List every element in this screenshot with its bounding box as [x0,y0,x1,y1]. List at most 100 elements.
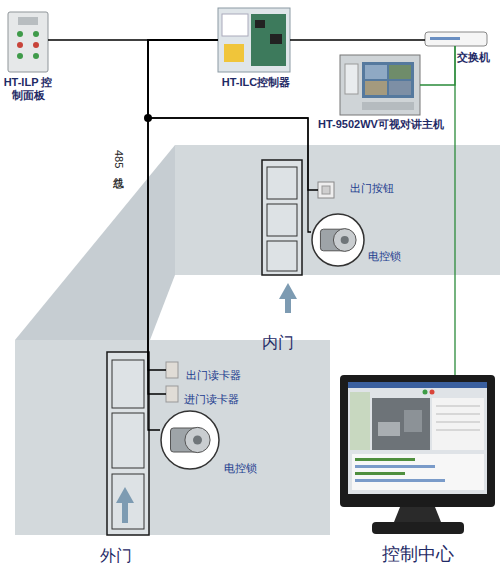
button-key [322,186,330,194]
video-detail [378,422,400,436]
door-label: 内门 [262,333,294,352]
monitor-screen [348,382,487,494]
intercom-grille [362,102,414,110]
window-titlebar [348,382,487,388]
monitor-neck [394,507,441,522]
info-line [436,430,480,431]
callout-circle [161,411,219,469]
circuit-board [251,14,286,66]
chip [270,34,282,44]
bus-wire [148,40,218,394]
power-module [224,44,244,62]
button-plate [318,182,334,198]
callout-circle [312,214,364,266]
monitor-bezel [340,375,495,507]
event-row [355,465,435,468]
bus-wire [148,40,311,232]
info-line [436,422,480,423]
network-cable [420,46,455,85]
intercom-body [340,55,420,115]
network-switch: 交换机 [425,32,487,46]
card-reader: 进门读卡器 [166,386,178,402]
panel-button [17,53,23,59]
event-row [355,458,415,461]
bus-wire [148,40,218,370]
door-panel [112,474,144,529]
bus-wire [148,40,318,190]
device-label: 出门按钮 [350,182,420,195]
software-sidebar [350,392,370,450]
screen-tile [365,65,387,79]
screen-tile [389,81,411,95]
controller: HT-ILC控制器 [218,8,290,72]
panel-body [8,12,48,72]
electric-lock: 电控锁 [160,410,220,470]
key-hole [341,236,349,244]
panel-button [33,31,39,37]
panel-button [17,42,23,48]
door [262,160,302,275]
device-label: 电控锁 [224,462,284,475]
panel-button [33,42,39,48]
door-panel [267,167,297,199]
lock-callout [160,410,220,470]
video-view [372,398,430,450]
network-cable [454,46,455,375]
control-panel: HT-ILP 控制面板 [8,12,48,72]
info-line [436,406,480,407]
device-label: HT-ILC控制器 [210,76,302,89]
status-light [430,390,435,395]
chip [255,20,265,28]
device-label: 进门读卡器 [184,393,264,406]
lock-cylinder [185,427,210,452]
device-label: HT-ILP 控制面板 [0,76,56,102]
outer-room [15,340,330,535]
panel-button [17,31,23,37]
door-panel [267,204,297,236]
bus-label: 485总线 [112,150,125,168]
screen-tile [389,65,411,79]
device-label: 控制中心 [345,544,490,566]
door [107,352,149,535]
key-hole [193,436,202,445]
card-reader [166,362,178,378]
door-panel [267,241,297,271]
door-panel [112,360,144,408]
door-label: 外门 [100,546,132,565]
control-center: 控制中心 [340,375,495,507]
video-detail [404,410,422,432]
exit-button: 出门按钮 [318,182,334,198]
switch-body [425,32,487,46]
intercom-screen [362,62,414,98]
entry-arrow [116,487,134,523]
inner-room [175,145,500,275]
device-label: 电控锁 [368,250,428,263]
switch-strip [430,37,460,40]
bus-wire [290,39,425,40]
lock-callout [311,213,365,267]
card-reader: 出门读卡器 [166,362,178,378]
monitor-base [372,522,464,534]
status-light [423,390,428,395]
event-row [355,472,405,475]
intercom-host: HT-9502WV可视对讲主机 [340,55,420,115]
device-label: HT-9502WV可视对讲主机 [296,118,466,131]
event-row [355,479,445,482]
entry-arrow [279,283,297,313]
speaker-grille [18,17,38,25]
electric-lock: 电控锁 [311,213,365,267]
event-list [352,454,484,490]
keypad [345,64,358,94]
controller-case [218,8,290,72]
lock-cylinder [333,229,356,252]
device-label: 交换机 [448,51,498,64]
info-panel [432,398,484,450]
controller-label-plate [222,14,248,36]
corridor-band [15,145,175,340]
door-panel [112,413,144,468]
card-reader [166,386,178,402]
device-label: 出门读卡器 [186,369,266,382]
panel-button [33,53,39,59]
info-line [436,414,480,415]
